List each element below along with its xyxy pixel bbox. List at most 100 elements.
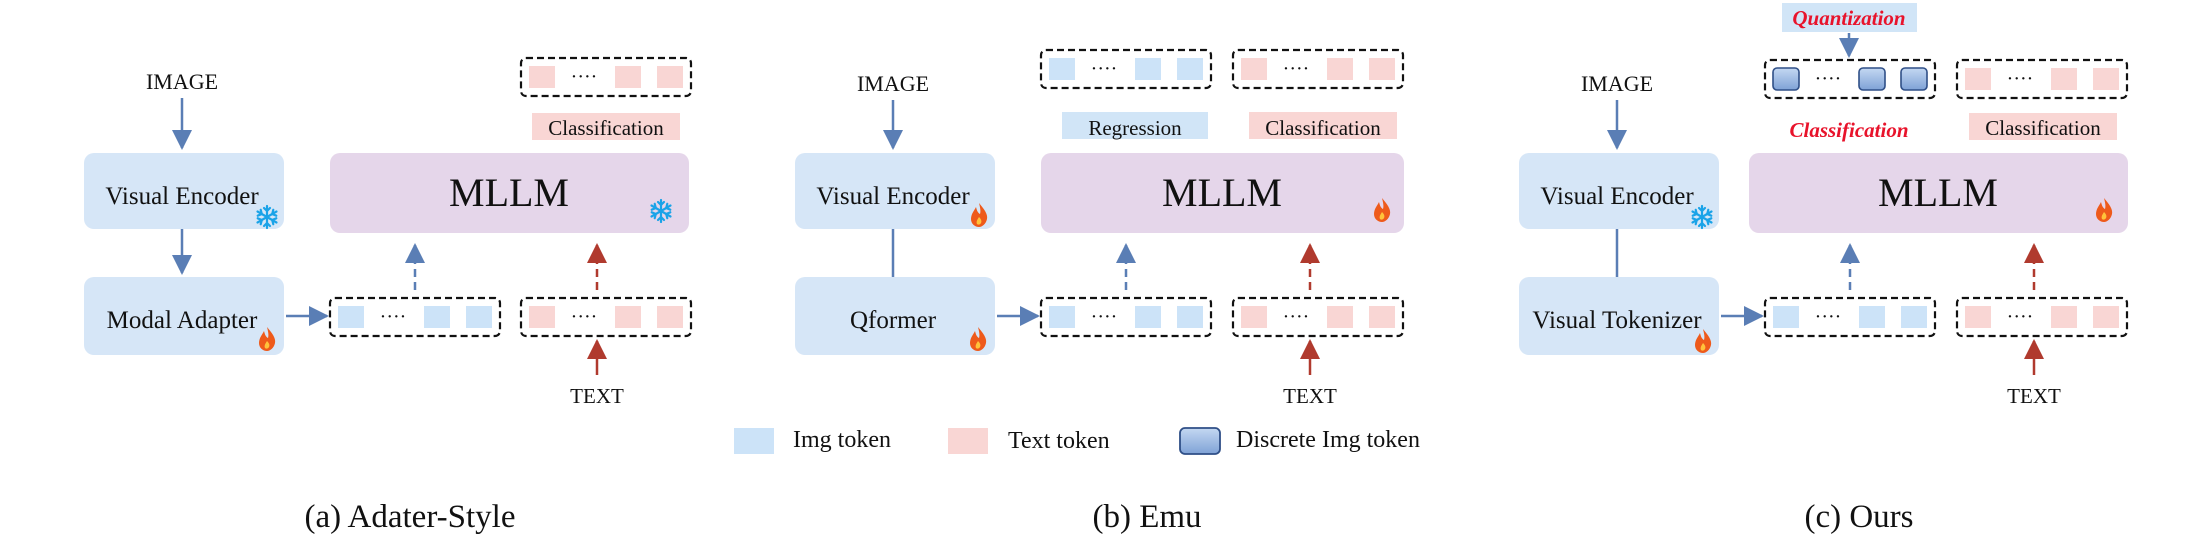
token-ellipsis: ···· xyxy=(1815,306,1842,328)
classification-tag xyxy=(532,113,680,140)
output-img-token-sequence xyxy=(1039,48,1213,90)
panel-c: IMAGE Visual Encoder Visual Tokenizer ··… xyxy=(1519,3,2129,408)
regression-tag xyxy=(1062,112,1208,139)
token-ellipsis: ···· xyxy=(571,306,598,328)
text-token xyxy=(1241,306,1267,328)
img-token xyxy=(1135,306,1161,328)
panel-b: IMAGE Visual Encoder Qformer ···· ···· T… xyxy=(795,48,1405,408)
panel-a: IMAGE Visual Encoder Modal Adapter ···· … xyxy=(84,56,693,408)
img-token xyxy=(1049,306,1075,328)
img-token xyxy=(338,306,364,328)
img-token-sequence xyxy=(1039,296,1213,338)
caption-c: (c) Ours xyxy=(1804,499,1913,535)
legend-text-token-label: Text token xyxy=(1008,428,1110,454)
text-token xyxy=(2051,68,2077,90)
classification-tag xyxy=(1249,112,1397,139)
token-ellipsis: ···· xyxy=(2007,68,2034,90)
token-ellipsis: ···· xyxy=(1815,68,1842,90)
text-token xyxy=(529,306,555,328)
legend-text-token-swatch xyxy=(948,428,988,454)
text-token xyxy=(615,306,641,328)
visual-encoder-box xyxy=(84,153,284,229)
text-label: TEXT xyxy=(570,384,624,408)
output-text-token-sequence xyxy=(519,56,693,98)
discrete-classification-label: Classification xyxy=(1789,118,1908,142)
img-token-sequence xyxy=(328,296,502,338)
img-token xyxy=(466,306,492,328)
mllm-box xyxy=(1041,153,1404,233)
text-token xyxy=(1327,306,1353,328)
visual-encoder-label: Visual Encoder xyxy=(105,183,259,210)
qformer-label: Qformer xyxy=(850,307,937,334)
qformer-box xyxy=(795,277,995,355)
text-token xyxy=(2093,68,2119,90)
visual-encoder-label: Visual Encoder xyxy=(816,183,970,210)
text-token xyxy=(1241,58,1267,80)
text-token xyxy=(2093,306,2119,328)
mllm-label: MLLM xyxy=(1162,170,1282,215)
token-ellipsis: ···· xyxy=(380,306,407,328)
legend-img-token-label: Img token xyxy=(793,427,891,453)
mllm-box xyxy=(1749,153,2128,233)
img-token xyxy=(1773,306,1799,328)
output-text-token-sequence xyxy=(1231,48,1405,90)
mllm-box xyxy=(330,153,689,233)
image-label: IMAGE xyxy=(857,71,929,96)
visual-tokenizer-box xyxy=(1519,277,1719,355)
text-token xyxy=(1369,58,1395,80)
visual-tokenizer-label: Visual Tokenizer xyxy=(1532,307,1702,334)
classification-label: Classification xyxy=(1265,116,1381,140)
caption-a: (a) Adater-Style xyxy=(304,499,515,535)
img-token xyxy=(1177,58,1203,80)
classification-label: Classification xyxy=(548,116,664,140)
modal-adapter-box xyxy=(84,277,284,355)
token-ellipsis: ···· xyxy=(1091,306,1118,328)
text-token xyxy=(2051,306,2077,328)
mllm-label: MLLM xyxy=(1878,170,1998,215)
text-token-sequence xyxy=(1955,296,2129,338)
text-token xyxy=(615,66,641,88)
text-token xyxy=(1965,306,1991,328)
text-token xyxy=(1327,58,1353,80)
text-label: TEXT xyxy=(1283,384,1337,408)
visual-encoder-label: Visual Encoder xyxy=(1540,183,1694,210)
caption-b: (b) Emu xyxy=(1092,499,1201,535)
image-label: IMAGE xyxy=(1581,71,1653,96)
text-token xyxy=(1369,306,1395,328)
text-label: TEXT xyxy=(2007,384,2061,408)
text-token xyxy=(657,306,683,328)
visual-encoder-box xyxy=(1519,153,1719,229)
classification-tag xyxy=(1969,113,2117,140)
image-label: IMAGE xyxy=(146,69,218,94)
output-text-token-sequence xyxy=(1955,58,2129,100)
img-token-sequence xyxy=(1763,296,1937,338)
discrete-img-token xyxy=(1900,67,1928,91)
output-discrete-token-sequence xyxy=(1763,58,1937,100)
quantization-tag xyxy=(1782,3,1917,32)
token-ellipsis: ···· xyxy=(1091,58,1118,80)
img-token xyxy=(1049,58,1075,80)
legend-img-token-swatch xyxy=(734,428,774,454)
discrete-img-token xyxy=(1772,67,1800,91)
text-token-sequence xyxy=(519,296,693,338)
token-ellipsis: ···· xyxy=(2007,306,2034,328)
token-ellipsis: ···· xyxy=(571,66,598,88)
regression-label: Regression xyxy=(1088,116,1182,140)
img-token xyxy=(1135,58,1161,80)
discrete-img-token xyxy=(1858,67,1886,91)
legend-discrete-token-label: Discrete Img token xyxy=(1236,427,1420,453)
modal-adapter-label: Modal Adapter xyxy=(107,307,258,334)
token-ellipsis: ···· xyxy=(1283,306,1310,328)
legend: Img token Text token Discrete Img token xyxy=(734,427,1420,455)
img-token xyxy=(424,306,450,328)
visual-encoder-box xyxy=(795,153,995,229)
legend-discrete-token-swatch xyxy=(1179,427,1221,455)
img-token xyxy=(1859,306,1885,328)
text-token xyxy=(529,66,555,88)
text-token xyxy=(657,66,683,88)
classification-label: Classification xyxy=(1985,116,2101,140)
img-token xyxy=(1177,306,1203,328)
text-token-sequence xyxy=(1231,296,1405,338)
img-token xyxy=(1901,306,1927,328)
